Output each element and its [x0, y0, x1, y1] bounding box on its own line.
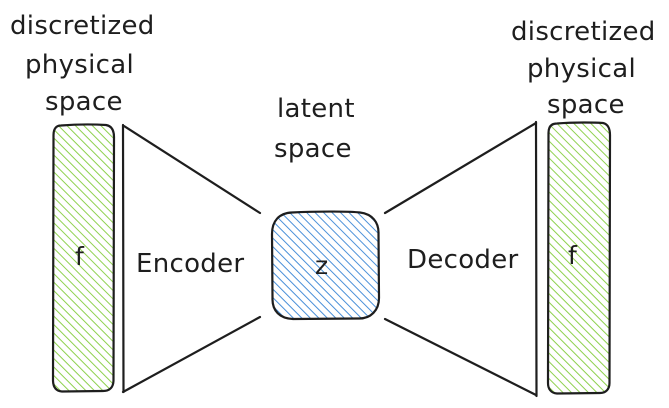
latent-z-box: z — [270, 210, 381, 321]
right-space-label-line-1: discretized — [511, 17, 656, 47]
decoder-block: Decoder — [383, 120, 538, 398]
latent-space-label-line-2: space — [274, 134, 352, 164]
right-space-label-line-3: space — [547, 90, 625, 120]
latent-space-label-line-1: latent — [277, 94, 355, 124]
right-field-fill — [548, 123, 610, 393]
left-space-label: discretized physical space — [10, 11, 163, 117]
left-space-label-line-1: discretized — [10, 11, 155, 41]
right-field-symbol: f — [568, 241, 578, 270]
encoder-top-edge — [122, 124, 262, 215]
right-field-bar: f — [546, 121, 612, 395]
decoder-bottom-edge — [383, 317, 538, 397]
encoder-left-edge — [121, 123, 125, 394]
left-space-label-line-2: physical — [25, 50, 134, 80]
encoder-block: Encoder — [121, 123, 262, 394]
decoder-label: Decoder — [407, 245, 519, 275]
left-space-label-line-3: space — [45, 87, 123, 117]
right-space-label-line-2: physical — [527, 54, 636, 84]
decoder-right-edge — [534, 120, 538, 398]
left-field-fill — [53, 125, 114, 391]
decoder-top-edge — [383, 121, 538, 215]
left-field-bar: f — [51, 123, 116, 393]
latent-z-symbol: z — [315, 251, 328, 280]
latent-space-label: latent space — [274, 94, 363, 164]
left-field-outline — [51, 123, 116, 393]
left-field-symbol: f — [75, 242, 85, 271]
latent-z-fill — [272, 212, 379, 319]
right-space-label: discretized physical space — [511, 17, 664, 120]
encoder-bottom-edge — [121, 315, 262, 394]
encoder-label: Encoder — [136, 249, 244, 279]
right-field-outline — [546, 121, 612, 395]
latent-z-outline — [270, 210, 381, 321]
